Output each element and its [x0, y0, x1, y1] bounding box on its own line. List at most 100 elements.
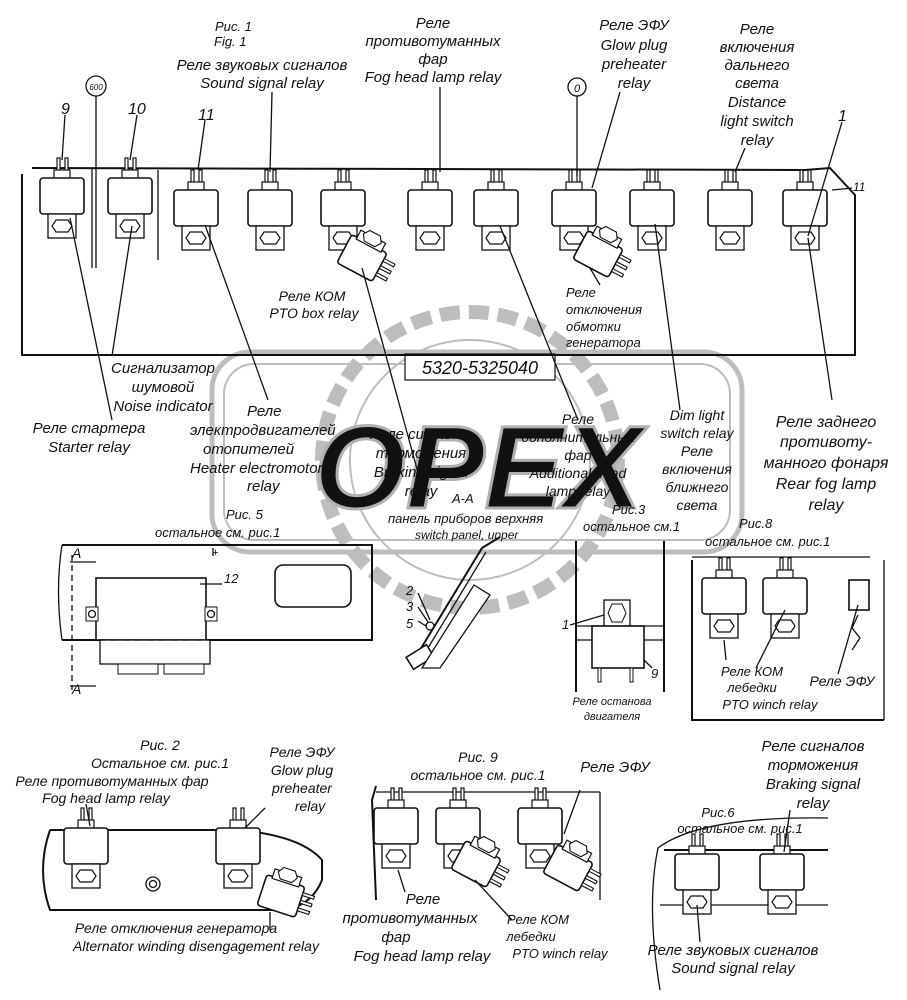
fig9-fog-2: противотуманных	[343, 910, 478, 927]
fig3-stop-1: Реле останова	[573, 696, 652, 708]
fig5-section-A-bottom: A	[71, 681, 81, 697]
fig6-detail: Рис.6 остальное см. рис.1 Реле сигналов …	[648, 738, 865, 991]
fig5-title: Рис. 5	[226, 507, 264, 522]
section-callout-3: 3	[406, 599, 414, 614]
label-addl-3: фар	[564, 447, 591, 463]
watermark-logo: OPEX 5320-5325040	[209, 305, 745, 615]
section-title: A-A	[451, 491, 474, 506]
label-gen-2: отключения	[566, 302, 642, 317]
label-efu-en-2: preheater	[601, 56, 667, 73]
label-dist-ru-4: света	[735, 75, 779, 92]
fig2-efu-en-1: Glow plug	[271, 762, 333, 778]
fig2-efu-en-2: preheater	[271, 780, 333, 796]
label-noise-ru-1: Сигнализатор	[111, 360, 215, 377]
label-heater-1: Реле	[247, 403, 281, 420]
fig9-kom-3: PTO winch relay	[512, 946, 609, 961]
label-gen-1: Реле	[566, 285, 596, 300]
fig8-kom-2: лебедки	[726, 680, 777, 695]
fig2-gen-en: Alternator winding disengagement relay	[72, 938, 320, 954]
fig3-stop-2: двигателя	[584, 711, 640, 723]
fig6-brake-4: relay	[797, 795, 831, 812]
fig6-brake-3: Braking signal	[766, 776, 861, 793]
label-gen-3: обмотки	[566, 319, 621, 334]
label-dim-4: включения	[662, 461, 732, 477]
fig2-efu-en-3: relay	[295, 798, 326, 814]
fig6-brake-1: Реле сигналов	[762, 738, 865, 755]
label-dist-ru-2: включения	[720, 39, 795, 56]
svg-text:+: +	[212, 547, 219, 559]
fig2-detail: Рис. 2 Остальное см. рис.1 Реле противот…	[15, 737, 336, 954]
callout-11: 11	[198, 107, 215, 124]
fig9-fog-3: фар	[381, 929, 410, 946]
label-dim-5: ближнего	[666, 479, 729, 495]
fig3-rest: остальное см.1	[583, 519, 680, 534]
label-dim-6: света	[677, 497, 718, 513]
fig2-fog-ru: Реле противотуманных фар	[15, 773, 208, 789]
label-addl-4: Additional head	[529, 465, 628, 481]
fig5-detail: +	[57, 544, 373, 690]
label-sound-en: Sound signal relay	[200, 75, 325, 92]
fig1-panel	[21, 75, 856, 481]
fig8-rest: остальное см. рис.1	[705, 534, 830, 549]
fig3-callout-9: 9	[651, 666, 658, 681]
fig3-title: Рис.3	[612, 502, 646, 517]
section-callout-5: 5	[406, 616, 414, 631]
fig6-rest: остальное см. рис.1	[677, 821, 802, 836]
label-efu-en-1: Glow plug	[601, 37, 668, 54]
label-heater-5: relay	[247, 478, 281, 495]
fig5-rest: остальное см. рис.1	[155, 525, 280, 540]
label-starter-ru: Реле стартера	[33, 420, 146, 437]
fig6-sound-ru: Реле звуковых сигналов	[648, 942, 819, 959]
label-brake-1: Реле сигналов	[370, 426, 473, 443]
fig9-detail: Рис. 9 остальное см. рис.1 Реле ЭФУ Реле…	[343, 749, 652, 965]
label-noise-en: Noise indicator	[113, 398, 213, 415]
label-dist-en-2: light switch	[720, 113, 793, 130]
label-fog-en: Fog head lamp relay	[365, 69, 503, 86]
section-ru: панель приборов верхняя	[388, 511, 543, 526]
circle-0: 0	[574, 83, 581, 95]
label-kom-ru: Реле КОМ	[279, 288, 346, 304]
label-dist-en-3: relay	[741, 132, 775, 149]
fig2-gen-ru: Реле отключения генератора	[75, 920, 277, 936]
fig1-labels: Рис. 1 Fig. 1 600 0 9 10 11 1 11 Реле зв…	[33, 15, 889, 514]
label-rearfog-1: Реле заднего	[776, 414, 877, 431]
label-dim-1: Dim light	[670, 407, 726, 423]
label-dim-3: Реле	[681, 443, 713, 459]
fig9-kom-1: Реле КОМ	[507, 912, 569, 927]
label-dim-2: switch relay	[660, 425, 734, 441]
fig6-sound-en: Sound signal relay	[671, 960, 796, 977]
fig8-detail: Рис.8 остальное см. рис.1 Реле КОМ лебед…	[691, 516, 885, 721]
fig9-fog-4: Fog head lamp relay	[354, 948, 492, 965]
watermark-text: OPEX	[314, 402, 648, 534]
fig2-title: Рис. 2	[140, 737, 180, 753]
fig2-fog-en: Fog head lamp relay	[42, 790, 171, 806]
section-callout-2: 2	[405, 583, 414, 598]
label-fog-ru-3: фар	[418, 51, 447, 68]
label-heater-3: отопителей	[203, 441, 295, 458]
circle-600: 600	[89, 83, 103, 92]
fig8-kom-3: PTO winch relay	[722, 697, 819, 712]
label-dist-ru-3: дальнего	[725, 57, 790, 74]
callout-11b: 11	[853, 180, 865, 194]
label-dist-en-1: Distance	[728, 94, 786, 111]
label-addl-1: Реле	[562, 411, 594, 427]
label-rearfog-5: relay	[809, 497, 845, 514]
fig9-efu: Реле ЭФУ	[580, 759, 651, 776]
section-en: switch panel, upper	[415, 528, 519, 542]
label-heater-2: электродвигателей	[190, 422, 336, 439]
fig1-title-ru: Рис. 1	[215, 19, 252, 34]
fig9-rest: остальное см. рис.1	[411, 767, 546, 783]
callout-1: 1	[838, 108, 847, 125]
label-heater-4: Heater electromotor	[190, 460, 324, 477]
label-efu-en-3: relay	[618, 75, 652, 92]
label-addl-5: lamp relay	[546, 483, 612, 499]
label-kom-en: PTO box relay	[269, 305, 359, 321]
label-brake-2: торможения	[376, 445, 466, 462]
fig2-efu-ru: Реле ЭФУ	[270, 744, 337, 760]
label-fog-ru-1: Реле	[416, 15, 450, 32]
label-brake-3: Braking signal	[374, 464, 469, 481]
drawing-number: 5320-5325040	[422, 358, 538, 378]
label-rearfog-2: противоту-	[780, 434, 872, 451]
callout-10: 10	[128, 101, 146, 118]
